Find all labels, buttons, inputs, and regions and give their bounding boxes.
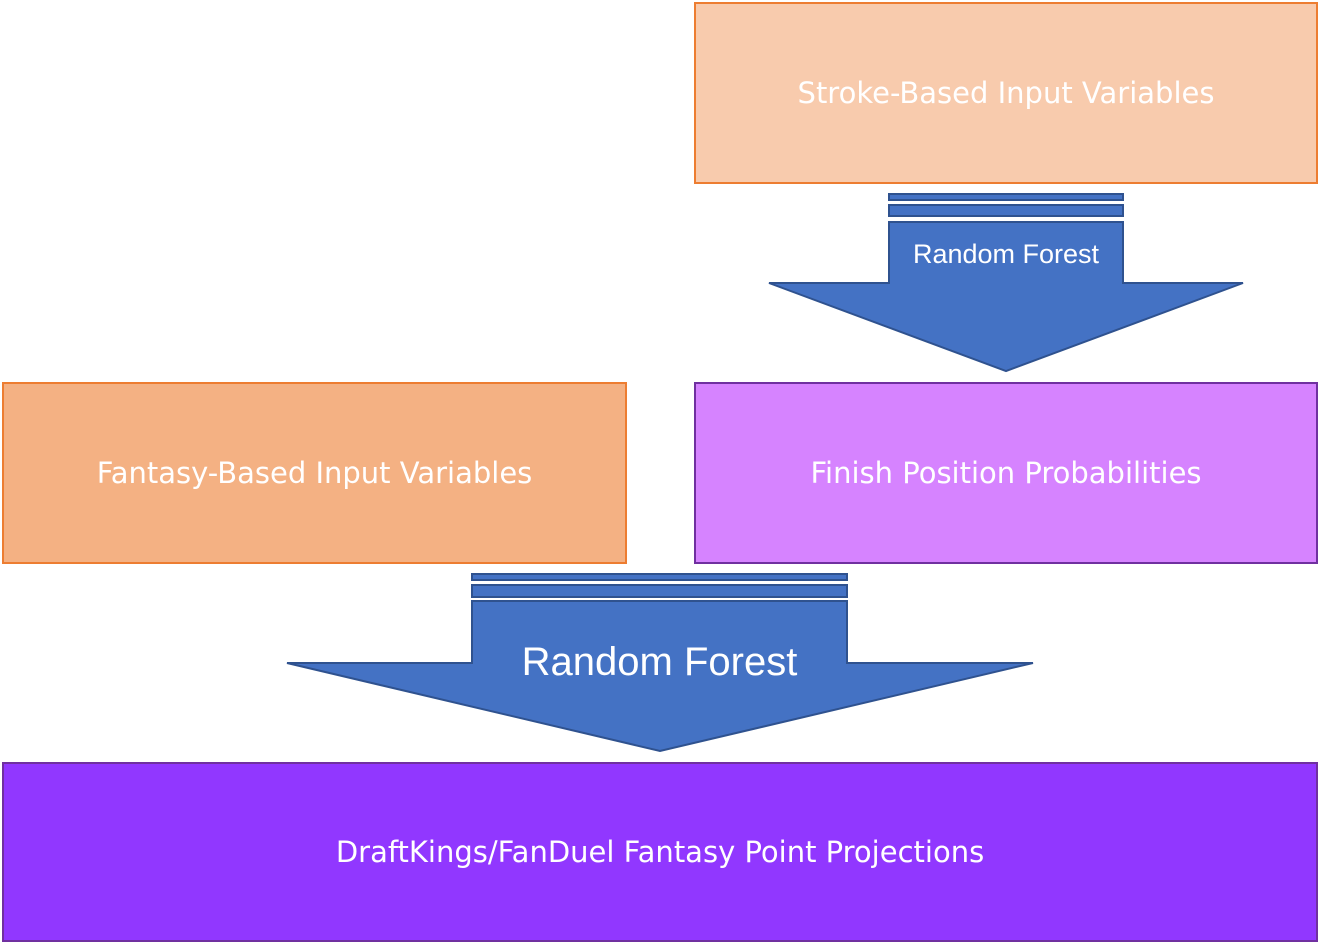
bottom-arrow-label: Random Forest <box>521 640 798 684</box>
bottom-arrow-body <box>286 600 1034 753</box>
top-arrow-stripe-1 <box>888 193 1124 201</box>
bottom-arrow-stripe-1 <box>471 573 848 581</box>
top-arrow-stripe-2 <box>888 204 1124 217</box>
top-arrow-label: Random Forest <box>912 239 1100 269</box>
bottom-arrow-stripe-2 <box>471 584 848 598</box>
fantasy-based-input-box: Fantasy-Based Input Variables <box>2 382 627 564</box>
stroke-based-input-box: Stroke-Based Input Variables <box>694 2 1318 184</box>
fantasy-based-input-label: Fantasy-Based Input Variables <box>96 456 533 490</box>
top-arrow-body <box>768 221 1244 373</box>
finish-position-probabilities-label: Finish Position Probabilities <box>810 456 1202 490</box>
finish-position-probabilities-box: Finish Position Probabilities <box>694 382 1318 564</box>
fantasy-point-projections-box: DraftKings/FanDuel Fantasy Point Project… <box>2 762 1318 942</box>
bottom-arrow <box>286 573 1034 753</box>
top-arrow <box>768 193 1244 373</box>
stroke-based-input-label: Stroke-Based Input Variables <box>797 76 1215 110</box>
fantasy-point-projections-label: DraftKings/FanDuel Fantasy Point Project… <box>335 835 985 869</box>
